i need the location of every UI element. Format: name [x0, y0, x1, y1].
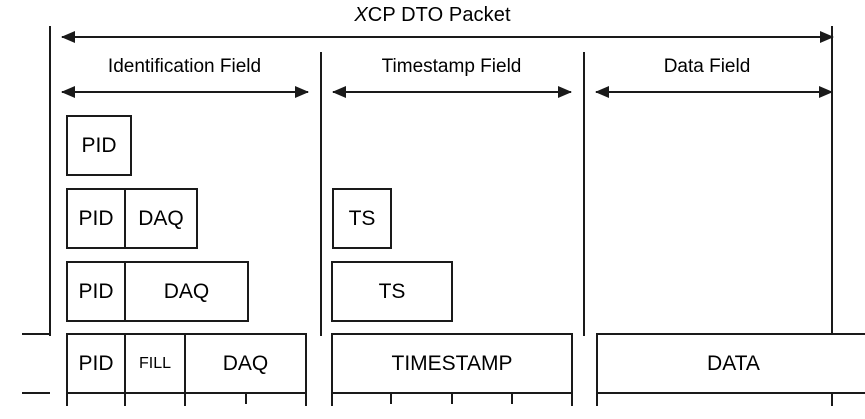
- page-title: XCP DTO Packet: [0, 4, 865, 27]
- row-3-cell-ts: TS: [331, 261, 453, 322]
- row-2-cell-pid: PID: [66, 188, 126, 249]
- byte-tick-ts-4: [571, 392, 573, 406]
- row-4-cell-pid: PID: [66, 333, 126, 394]
- identification-field-span-arrow: [61, 86, 309, 98]
- timestamp-field-span-arrow: [332, 86, 572, 98]
- byte-tick-data-0: [596, 392, 598, 406]
- byte-tick-data-1: [831, 392, 833, 406]
- byte-tick-id-0: [66, 392, 68, 406]
- row-2-cell-ts: TS: [332, 188, 392, 249]
- byte-tick-ts-3: [511, 392, 513, 404]
- packet-left-boundary: [49, 26, 51, 336]
- packet-right-boundary: [831, 26, 833, 336]
- bottom-row-bracket-bottom: [22, 392, 50, 394]
- row-1-cell-pid: PID: [66, 115, 132, 176]
- row-4-cell-timestamp: TIMESTAMP: [331, 333, 573, 394]
- byte-tick-id-2: [184, 392, 186, 406]
- title-italic-x: X: [354, 4, 368, 26]
- row-2-cell-daq: DAQ: [124, 188, 198, 249]
- row-4-cell-daq: DAQ: [184, 333, 307, 394]
- row-4-cell-fill: FILL: [124, 333, 186, 394]
- title-rest: CP DTO Packet: [367, 4, 511, 26]
- byte-tick-id-1: [124, 392, 126, 406]
- data-field-span-arrow: [595, 86, 833, 98]
- byte-tick-ts-2: [451, 392, 453, 404]
- byte-tick-ts-0: [331, 392, 333, 406]
- bottom-row-bracket-top: [22, 333, 50, 335]
- data-field-label: Data Field: [663, 56, 751, 77]
- row-3-cell-daq: DAQ: [124, 261, 249, 322]
- row-3-cell-pid: PID: [66, 261, 126, 322]
- timestamp-field-label: Timestamp Field: [381, 56, 522, 77]
- byte-tick-id-4: [305, 392, 307, 406]
- timestamp-data-divider: [583, 52, 585, 336]
- byte-tick-ts-1: [390, 392, 392, 404]
- identification-field-label: Identification Field: [107, 56, 262, 77]
- packet-span-arrow: [61, 31, 834, 43]
- byte-tick-id-3: [245, 392, 247, 404]
- row-4-cell-data: DATA: [596, 333, 865, 394]
- identification-timestamp-divider: [320, 52, 322, 336]
